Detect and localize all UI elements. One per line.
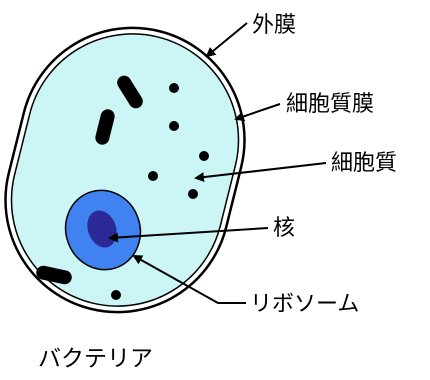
ribosome-label: リボソーム <box>250 292 359 317</box>
granule-dot <box>111 290 121 300</box>
cytoplasm-label: 細胞質 <box>331 151 397 176</box>
granule-dot <box>169 83 179 93</box>
diagram-caption: バクテリア <box>38 346 153 372</box>
outer-membrane-arrow <box>207 23 247 56</box>
cell-membrane-label: 細胞質膜 <box>286 92 374 117</box>
nucleus-label: 核 <box>273 216 295 241</box>
granule-dot <box>199 151 209 161</box>
bacterium-cell <box>0 4 268 336</box>
granule-dot <box>148 171 158 181</box>
granule-dot <box>188 189 198 199</box>
granule-dot <box>169 121 179 131</box>
cell-membrane-arrow <box>236 104 280 119</box>
outer-membrane-label: 外膜 <box>252 13 296 38</box>
